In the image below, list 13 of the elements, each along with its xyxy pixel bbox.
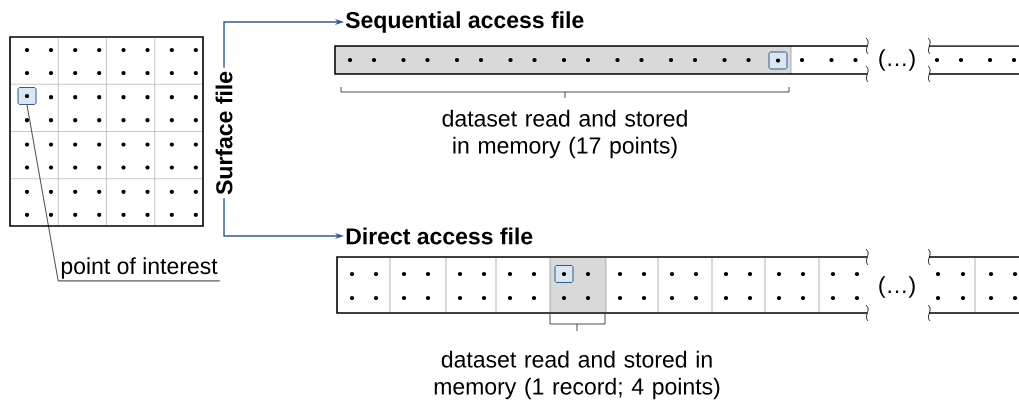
continuation-mark: (…) [879, 49, 915, 71]
highlighted-point [17, 87, 37, 105]
file-heading: Direct access file [346, 227, 533, 245]
file-heading: Sequential access file [345, 11, 584, 33]
highlighted-point [768, 51, 788, 70]
caption: dataset read and stored in memory (17 points) [442, 109, 687, 159]
leader-line [26, 104, 59, 282]
highlighted-point [554, 265, 574, 283]
vertical-label: Surface file [215, 71, 233, 195]
grid-drawing [9, 36, 204, 227]
caption: dataset read and stored in memory (1 record; 4 points) [434, 350, 720, 400]
underlined-label: point of interest [57, 257, 221, 282]
continuation-mark: (…) [879, 276, 915, 298]
